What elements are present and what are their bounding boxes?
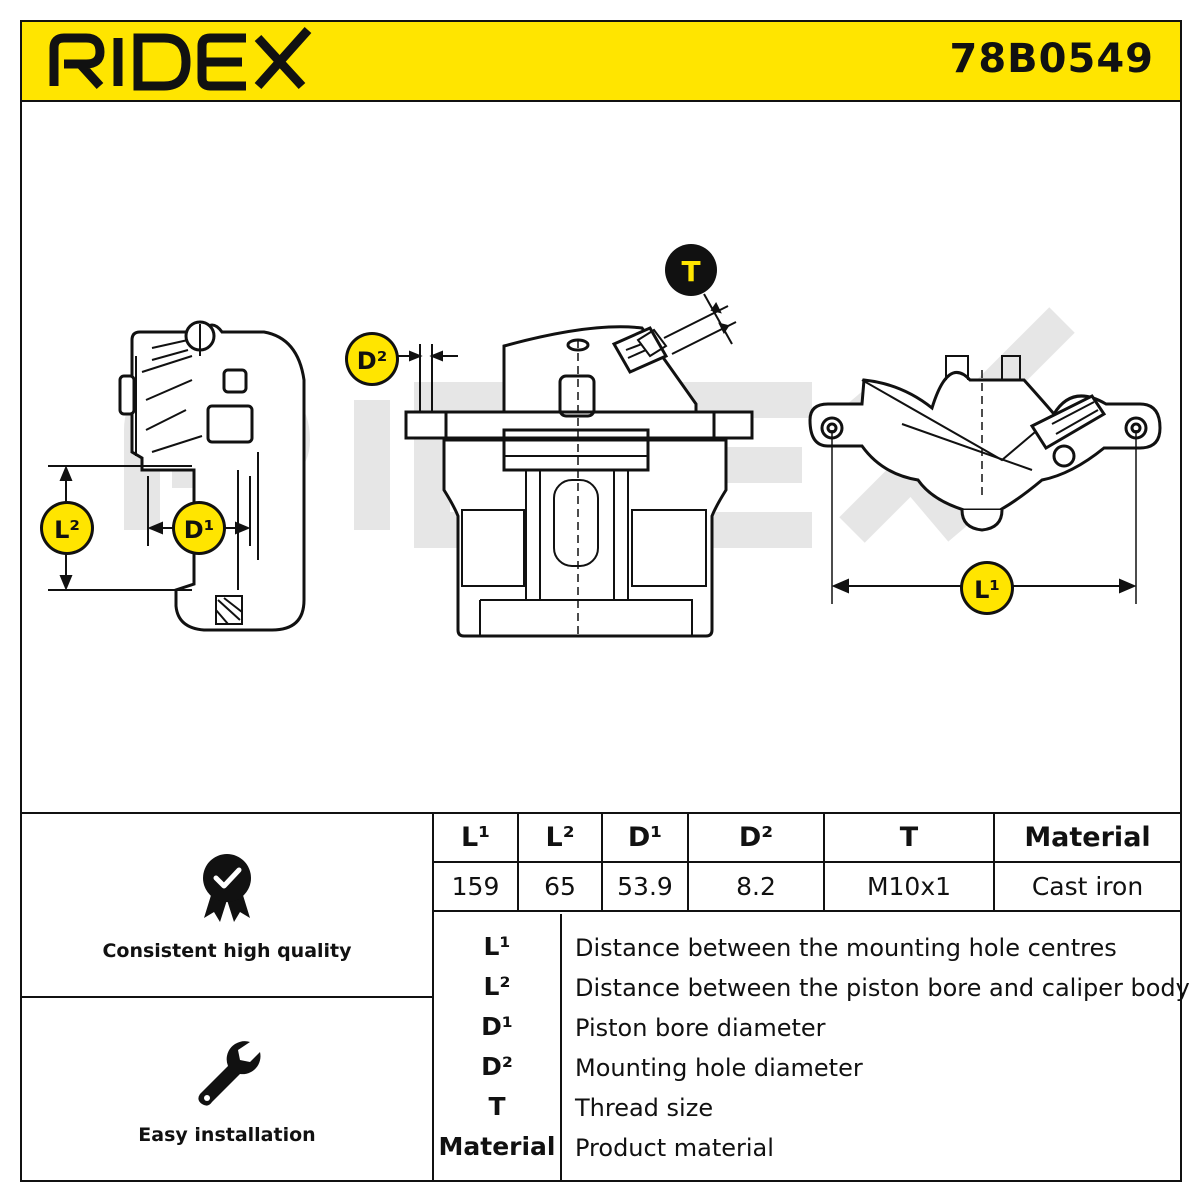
- spec-section: Consistent high quality Easy installatio…: [20, 812, 1190, 1182]
- legend-desc: Product material: [575, 1134, 774, 1162]
- spec-value-l1: 159: [434, 860, 519, 913]
- legend-desc: Distance between the mounting hole centr…: [575, 934, 1117, 962]
- marker-l1-label: L¹: [974, 576, 1000, 604]
- spec-value-row: 159 65 53.9 8.2 M10x1 Cast iron: [434, 860, 1180, 913]
- spec-value-d2: 8.2: [687, 860, 825, 913]
- feature-quality-label: Consistent high quality: [102, 940, 352, 962]
- feature-list: Consistent high quality Easy installatio…: [22, 814, 434, 1180]
- marker-d2: D²: [345, 332, 399, 386]
- marker-l1: L¹: [960, 561, 1014, 615]
- feature-installation-label: Easy installation: [138, 1124, 316, 1146]
- caliper-drawing: T D² L² D¹ L¹: [40, 244, 1162, 638]
- header-bar: 78B0549: [20, 20, 1182, 102]
- legend-abbr: D¹: [481, 1012, 513, 1041]
- technical-drawing-area: T D² L² D¹ L¹: [20, 100, 1182, 812]
- legend-row: Material Product material: [434, 1128, 1180, 1168]
- spec-header-l2: L²: [517, 814, 603, 863]
- legend-row: T Thread size: [434, 1088, 1180, 1128]
- feature-quality: Consistent high quality: [22, 814, 432, 998]
- spec-value-material: Cast iron: [993, 860, 1180, 913]
- marker-t: T: [665, 244, 717, 296]
- caliper-side-section: [118, 320, 306, 632]
- quality-badge-icon: [203, 854, 251, 922]
- legend-abbr: D²: [481, 1052, 513, 1081]
- caliper-top-view: [808, 355, 1162, 604]
- feature-installation: Easy installation: [22, 998, 432, 1180]
- spec-header-d1: D¹: [601, 814, 689, 863]
- spec-value-l2: 65: [517, 860, 603, 913]
- spec-value-d1: 53.9: [601, 860, 689, 913]
- marker-t-label: T: [681, 255, 700, 288]
- legend-row: D¹ Piston bore diameter: [434, 1008, 1180, 1048]
- spec-header-d2: D²: [687, 814, 825, 863]
- legend-abbr: L²: [483, 972, 511, 1001]
- marker-d2-label: D²: [357, 347, 387, 375]
- legend-desc: Mounting hole diameter: [575, 1054, 863, 1082]
- spec-header-t: T: [823, 814, 995, 863]
- legend-divider: [560, 914, 562, 1180]
- dimension-legend: L¹ Distance between the mounting hole ce…: [434, 914, 1190, 1180]
- part-number: 78B0549: [949, 36, 1154, 82]
- marker-l2-label: L²: [54, 516, 80, 544]
- legend-abbr: Material: [438, 1132, 556, 1161]
- spec-header-row: L¹ L² D¹ D² T Material: [434, 814, 1180, 863]
- spec-table: L¹ L² D¹ D² T Material 159 65 53.9 8.2 M…: [434, 814, 1180, 913]
- spec-value-t: M10x1: [823, 860, 995, 913]
- legend-desc: Thread size: [575, 1094, 714, 1122]
- d2-dimension: [398, 344, 458, 412]
- legend-row: L¹ Distance between the mounting hole ce…: [434, 928, 1180, 968]
- legend-desc: Piston bore diameter: [575, 1014, 826, 1042]
- spec-header-material: Material: [993, 814, 1180, 863]
- caliper-front-view: [404, 325, 754, 638]
- spec-header-l1: L¹: [434, 814, 519, 863]
- ridex-logo: [49, 27, 312, 91]
- t-dimension: [663, 293, 737, 355]
- legend-row: D² Mounting hole diameter: [434, 1048, 1180, 1088]
- wrench-icon: [198, 1041, 261, 1106]
- legend-row: L² Distance between the piston bore and …: [434, 968, 1190, 1008]
- marker-d1-label: D¹: [184, 516, 214, 544]
- legend-desc: Distance between the piston bore and cal…: [575, 974, 1190, 1002]
- marker-d1: D¹: [172, 501, 226, 555]
- marker-l2: L²: [40, 501, 94, 555]
- legend-abbr: T: [488, 1092, 506, 1121]
- legend-abbr: L¹: [483, 932, 511, 961]
